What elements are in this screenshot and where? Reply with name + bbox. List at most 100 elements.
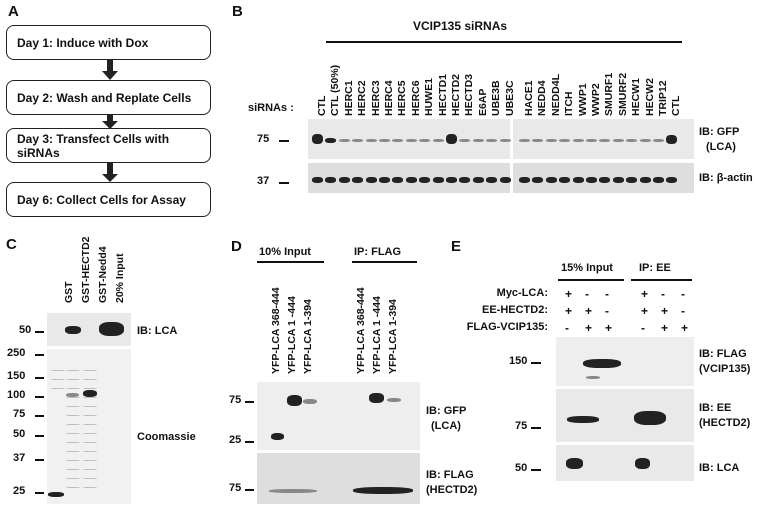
e-mw-75: 75 [515,420,528,432]
c-coomassie-gel [47,349,131,504]
e-ib-flag: IB: FLAG [699,348,747,360]
e-ib-lca: IB: LCA [699,462,740,474]
c-mw-50-top: 50 [19,324,32,336]
b-lane-right-5: WWP2 [590,83,602,116]
c-gel-band-main [66,393,79,397]
c-mw-tick [35,415,44,417]
b-actin-band-right-9 [639,177,651,183]
b-gfp-band-left-5 [379,139,390,142]
b-lane-right-8: HECW1 [630,78,643,116]
b-lane-right-9: HECW2 [643,78,656,116]
c-gel-band [51,388,65,389]
b-actin-band-left-5 [379,177,390,183]
e-group-ip: IP: EE [639,262,671,274]
d-mw-75: 75 [229,394,242,406]
c-gel-band [51,379,65,380]
c-gel-band [83,424,97,425]
step-1-box: Day 1: Induce with Dox [6,25,211,60]
c-gel-band [83,451,97,452]
d-ib-gfp: IB: GFP [426,405,467,417]
c-gel-band [66,424,80,425]
b-lane-left-9: HECTD1 [436,73,449,116]
e-mw-150-tick [531,362,541,364]
b-lane-left-0: CTL [316,95,328,116]
b-gfp-band-right-9 [639,139,651,142]
d-ib-flag-sub: (HECTD2) [426,484,478,496]
c-gel-band [51,370,65,371]
e-sign: - [641,321,645,335]
c-lane-gst-nedd4: GST-Nedd4 [97,246,109,303]
b-lane-right-3: ITCH [563,91,576,117]
e-sign: + [641,304,649,318]
b-gfp-band-left-14 [499,139,511,142]
c-gel-band [66,460,80,461]
b-lane-left-8: HUWE1 [423,78,436,116]
c-gel-band [83,415,97,416]
b-lane-left-14: UBE3C [503,80,516,116]
b-actin-band-right-3 [559,177,571,183]
d-band-1-444 [287,395,302,406]
b-actin-band-left-1 [325,177,337,183]
e-ib-ee-sub: (HECTD2) [699,417,751,429]
b-mw-75: 75 [257,133,270,145]
b-actin-band-left-11 [459,177,471,183]
b-lane-right-2: NEDD4L [549,73,562,116]
b-gfp-band-left-10 [446,134,457,144]
b-gfp-band-right-11 [666,135,678,144]
c-gel-band [83,487,97,488]
panel-c-label: C [6,236,17,253]
b-actin-band-left-14 [499,177,511,183]
b-gfp-band-left-3 [352,139,364,142]
e-sign: - [681,304,685,318]
d-mw-75-bottom: 75 [229,482,242,494]
c-mw-25: 25 [13,485,26,497]
d-band-1-394 [303,399,317,404]
e-mw-50: 50 [515,462,528,474]
e-band-vcip135-faint [586,376,600,379]
b-gfp-band-left-8 [419,139,431,142]
b-gfp-band-left-9 [432,139,444,142]
b-actin-band-right-1 [532,177,544,183]
c-gel-band [66,451,80,452]
d-mw-25-tick [245,441,254,443]
d-lane-4: YFP-LCA 1 -444 [371,296,383,374]
c-mw-150: 150 [7,370,26,382]
e-row-label-0: Myc-LCA: [496,287,548,299]
b-actin-band-left-8 [419,177,431,183]
e-ib-ee: IB: EE [699,402,732,414]
e-sign: + [585,304,593,318]
c-gel-band [83,388,97,389]
b-lane-left-7: HERC6 [409,80,422,116]
c-gel-band [83,433,97,434]
b-actin-band-left-7 [405,177,417,183]
c-mw-75: 75 [13,408,26,420]
b-gfp-band-right-3 [559,139,571,142]
b-lane-left-4: HERC3 [369,80,382,116]
b-lane-left-5: HERC4 [383,80,395,116]
e-mw-75-tick [531,427,541,429]
c-gel-band [66,433,80,434]
e-sign: - [565,321,569,335]
b-gfp-band-right-8 [626,139,638,142]
e-band-vcip135 [583,359,621,368]
b-lane-left-1: CTL (50%) [329,64,342,116]
c-gel-band [83,397,97,398]
d-flag-input-bands [269,489,317,493]
sirna-prefix: siRNAs : [248,102,294,114]
c-gel-band [66,397,80,398]
c-band-input [99,322,124,336]
d-mw-75-tick [245,401,254,403]
vcip135-bracket [326,41,682,43]
e-sign: + [661,304,669,318]
c-gel-band [66,487,80,488]
b-lane-right-4: WWP1 [576,83,589,116]
e-ee-blot [556,389,694,442]
b-gfp-band-left-12 [472,139,484,142]
b-mw-75-tick [279,140,289,142]
b-gfp-band-left-0 [312,134,323,144]
b-gfp-band-left-6 [392,139,404,142]
b-gfp-band-left-2 [338,139,350,142]
c-gel-band [83,469,97,470]
b-lane-right-11: CTL [670,95,683,116]
d-ib-flag: IB: FLAG [426,469,474,481]
